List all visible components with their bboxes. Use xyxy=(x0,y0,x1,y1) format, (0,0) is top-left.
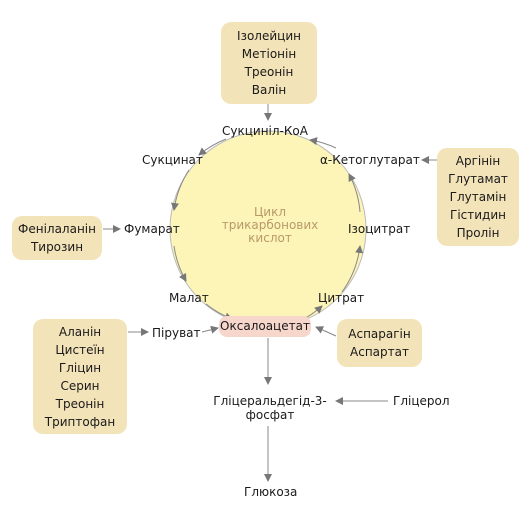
box-left-amino-acids: Фенілаланін Тирозин xyxy=(12,216,102,260)
amino-acid: Аланін xyxy=(58,324,102,339)
arrow-pyruvate-to-oxalo xyxy=(201,325,219,334)
arrow-isocitrate-to-alphakg xyxy=(348,173,361,213)
arrow-bottomright-box-to-oxalo xyxy=(315,326,337,337)
box-top-amino-acids: Ізолейцин Метіонін Треонін Валін xyxy=(221,22,317,104)
label-alpha-ketoglutarate: α-Кетоглутарат xyxy=(320,153,420,167)
amino-acid: Ізолейцин xyxy=(237,29,301,43)
label-glucose: Глюкоза xyxy=(244,485,298,499)
amino-acid: Валін xyxy=(251,83,287,97)
amino-acid: Фенілаланін xyxy=(18,222,96,236)
amino-acid: Пролін xyxy=(456,226,500,240)
center-line-1: Цикл xyxy=(253,205,287,219)
amino-acid: Аргінін xyxy=(455,154,501,168)
label-glycerol: Гліцерол xyxy=(393,394,450,408)
label-oxaloacetate: Оксалоацетат xyxy=(219,316,311,337)
label-succinyl-coa: Сукциніл-КоА xyxy=(222,124,308,138)
g3p-line-2: фосфат xyxy=(245,408,295,422)
amino-acid: Глутамат xyxy=(448,172,508,186)
center-line-2: трикарбонових xyxy=(221,218,319,232)
amino-acid: Гістидин xyxy=(450,208,506,222)
label-pyruvate: Піруват xyxy=(152,326,201,340)
amino-acid: Аспартат xyxy=(350,345,409,359)
amino-acid: Треонін xyxy=(244,65,294,79)
label-succinate: Сукцинат xyxy=(142,153,203,167)
amino-acid: Цистеїн xyxy=(55,342,105,357)
arrow-alphakg-to-succinylcoa xyxy=(309,137,337,149)
g3p-line-1: Гліцеральдегід-3- xyxy=(213,394,327,408)
amino-acid: Тирозин xyxy=(30,240,84,254)
label-malate: Малат xyxy=(169,291,209,305)
amino-acid: Аспарагін xyxy=(348,327,411,341)
label-glyceraldehyde-3-phosphate: Гліцеральдегід-3- фосфат xyxy=(212,394,328,422)
amino-acid: Серин xyxy=(60,378,100,393)
box-right-amino-acids: Аргінін Глутамат Глутамін Гістидин Пролі… xyxy=(437,148,519,246)
arrow-fumarate-to-malate xyxy=(173,245,187,282)
label-citrate: Цитрат xyxy=(318,291,365,305)
label-isocitrate: Ізоцитрат xyxy=(348,222,411,236)
arrow-succinate-to-fumarate xyxy=(171,169,190,211)
label-fumarate: Фумарат xyxy=(124,222,180,236)
arrow-citrate-to-isocitrate xyxy=(341,245,364,293)
amino-acid: Треонін xyxy=(55,396,105,411)
box-bottom-left-amino-acids: Аланін Цистеїн Гліцин Серин Треонін Трип… xyxy=(33,319,127,434)
amino-acid: Гліцин xyxy=(58,360,102,375)
arrow-succinylcoa-to-succinate xyxy=(198,138,227,156)
center-line-3: кислот xyxy=(248,231,292,245)
amino-acid: Метіонін xyxy=(241,47,297,61)
amino-acid: Триптофан xyxy=(44,414,116,429)
amino-acid: Глутамін xyxy=(449,190,507,204)
cycle-center-label: Цикл трикарбонових кислот xyxy=(210,206,330,245)
box-bottom-right-amino-acids: Аспарагін Аспартат xyxy=(337,319,422,367)
